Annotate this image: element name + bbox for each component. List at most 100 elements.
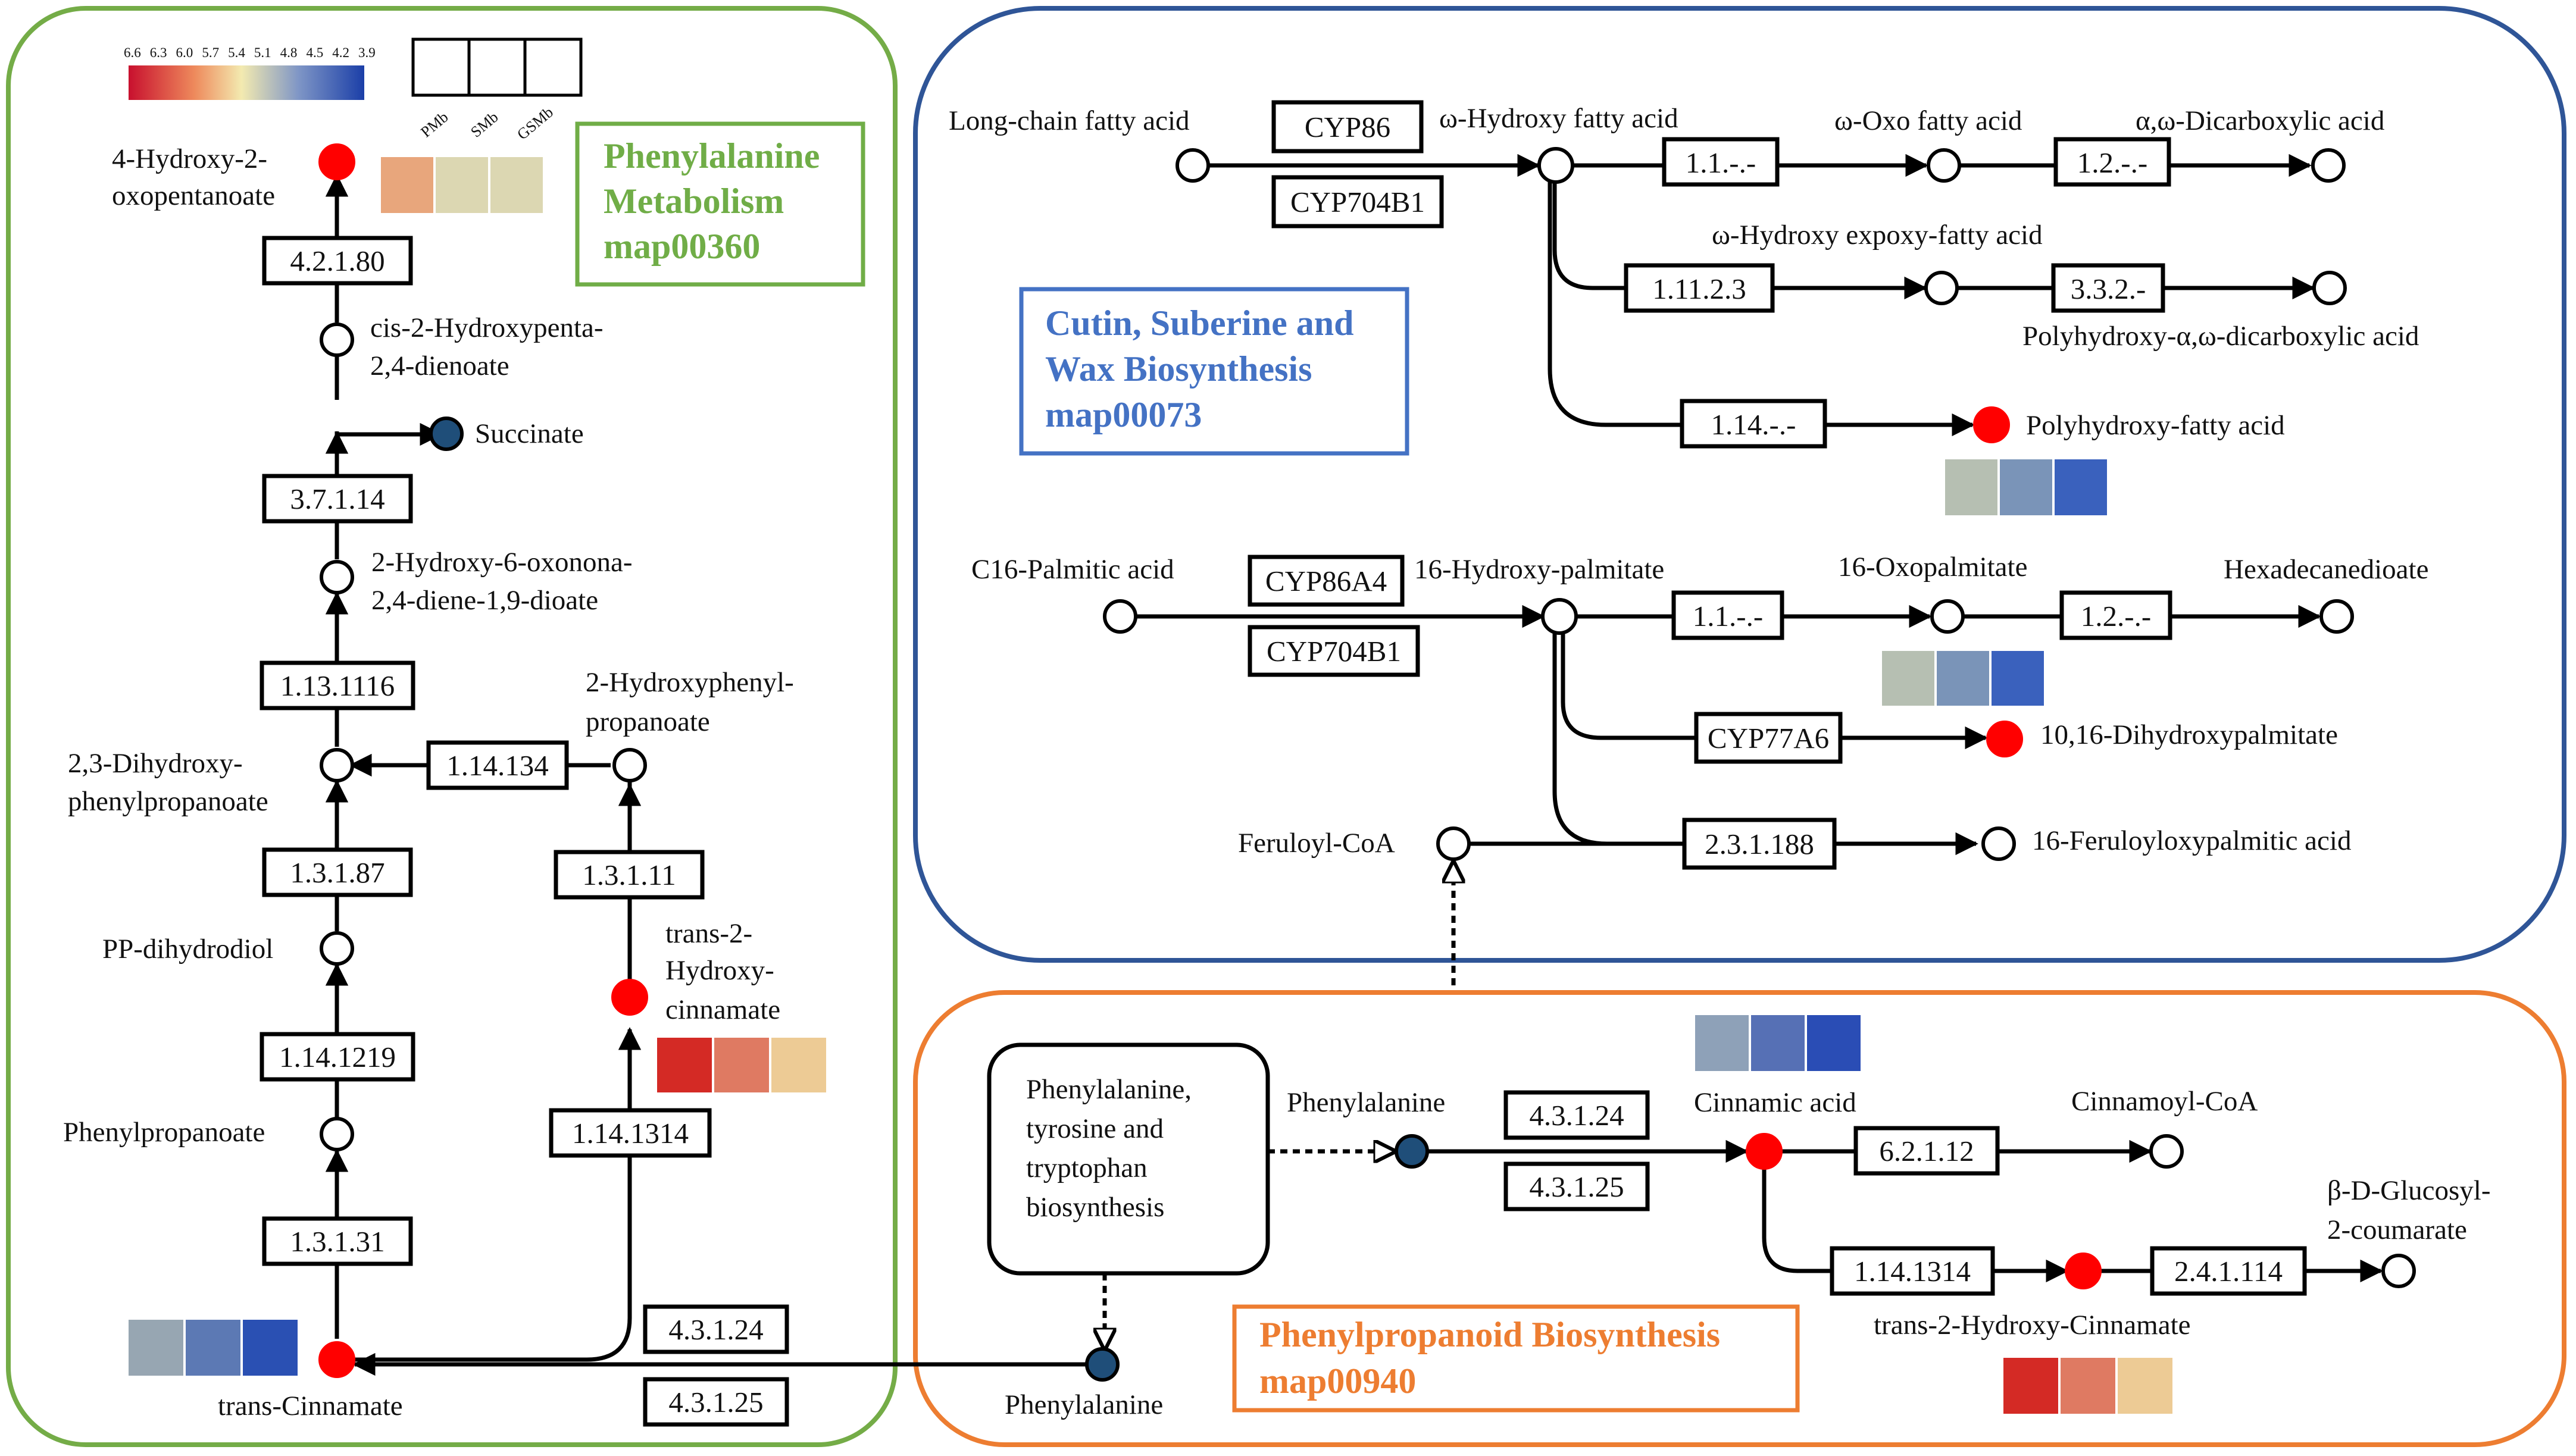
node-hydroxy-palmitate (1541, 598, 1578, 635)
enzyme-1-2-b: 1.2.-.- (2081, 600, 2151, 633)
heatmap-cell-cinnamic-acid-smb (1751, 1015, 1805, 1071)
node-phenylpropanoate (320, 1117, 354, 1151)
enzyme-1-14: 1.14.-.- (1711, 408, 1796, 441)
scale-tick-label: 3.9 (358, 45, 376, 60)
label-dihydroxypalmitate: 10,16-Dihydroxypalmitate (2040, 719, 2338, 750)
enzyme-2-4-1-114: 2.4.1.114 (2174, 1255, 2283, 1288)
heatmap-cell-hydroxy-oxopentanoate-pmb (381, 157, 433, 213)
enzyme-cyp704b1-a: CYP704B1 (1290, 186, 1425, 218)
heatmap-cell-dihydroxypalmitate-pmb (1882, 651, 1934, 706)
node-dihydroxy-phenylpropanoate (320, 748, 354, 782)
label-hydroxy-palmitate: 16-Hydroxy-palmitate (1414, 554, 1664, 585)
node-oxopalmitate (1930, 599, 1965, 634)
enzyme-1-11-2-3: 1.11.2.3 (1652, 273, 1746, 305)
cutin-title-box (1019, 287, 1409, 456)
heatmaps (129, 157, 2172, 1414)
sample-box-smb (467, 37, 527, 97)
node-phenylalanine-left (1085, 1347, 1120, 1382)
node-hexadecanedioate (2319, 599, 2354, 634)
enzyme-6-2-1-12: 6.2.1.12 (1879, 1135, 1974, 1167)
scale-tick-label: 5.1 (254, 45, 271, 60)
node-hydroxy-oxopentanoate (318, 143, 355, 180)
cutin-suberine-wax-panel (913, 6, 2566, 963)
node-hydroxyphenyl-propanoate (612, 748, 647, 782)
enzyme-cyp77a6: CYP77A6 (1708, 722, 1829, 754)
prop-title-box (1232, 1304, 1800, 1413)
node-succinate (429, 417, 464, 451)
node-polyhydroxy-dicarboxylic (2312, 271, 2347, 305)
node-cinnamic-acid (1746, 1133, 1783, 1170)
enzyme-1-13-1116: 1.13.1116 (280, 669, 395, 702)
label-phenylalanine-right: Phenylalanine (1287, 1087, 1445, 1118)
heatmap-cell-polyhydroxy-fatty-acid-gsmb (2055, 459, 2107, 515)
label-dicarboxylic-acid: α,ω-Dicarboxylic acid (2136, 105, 2384, 136)
node-cinnamoyl-coa (2149, 1134, 2184, 1169)
heatmap-cell-trans2-hydroxy-cinnamate-phe-pmb (657, 1038, 712, 1092)
enzyme-1-14-134: 1.14.134 (446, 749, 549, 782)
color-scale-bar (129, 65, 364, 100)
cutin-labels: Long-chain fatty acid ω-Hydroxy fatty ac… (949, 103, 2428, 859)
label-cis-hydroxypenta-dienoate: cis-2-Hydroxypenta- 2,4-dienoate (370, 312, 610, 381)
enzyme-1-3-1-87: 1.3.1.87 (290, 856, 384, 889)
enzyme-cyp704b1-b: CYP704B1 (1267, 635, 1401, 668)
label-c16-palmitic-acid: C16-Palmitic acid (971, 554, 1174, 585)
sample-label-gsmb: GSMb (514, 104, 557, 143)
node-omega-epoxy-fatty-acid (1924, 271, 1959, 305)
node-dihydroxypalmitate (1986, 721, 2023, 757)
heatmap-cell-trans-cinnamate-gsmb (243, 1320, 298, 1376)
enzyme-1-14-1314-phe: 1.14.1314 (572, 1117, 689, 1150)
node-trans2-hydroxy-cinnamate-prop (2065, 1253, 2102, 1289)
scale-tick-label: 4.8 (280, 45, 298, 60)
enzyme-cyp86a4: CYP86A4 (1265, 565, 1387, 597)
label-trans2-hydroxy-cinnamate-prop: trans-2-Hydroxy-Cinnamate (1874, 1310, 2191, 1341)
scale-tick-label: 4.2 (332, 45, 349, 60)
heatmap-cell-trans-cinnamate-pmb (129, 1320, 183, 1376)
prop-enzymes: Phenylalanine, tyrosine and tryptophan b… (987, 1042, 2307, 1296)
node-hydroxy-oxonona-dioate (320, 560, 354, 594)
node-polyhydroxy-fatty-acid (1973, 406, 2010, 443)
prop-labels: Phenylalanine Cinnamic acid Cinnamoyl-Co… (1287, 1086, 2497, 1341)
label-upstream-pathway: Phenylalanine, tyrosine and tryptophan b… (1026, 1074, 1199, 1223)
enzyme-1-1-b: 1.1.-.- (1693, 600, 1763, 633)
heatmap-cell-hydroxy-oxopentanoate-smb (436, 157, 488, 213)
heatmap-cell-cinnamic-acid-gsmb (1807, 1015, 1861, 1071)
label-long-chain-fatty-acid: Long-chain fatty acid (949, 105, 1190, 136)
node-phenylalanine-right (1395, 1134, 1429, 1169)
cutin-enzymes: CYP86 CYP704B1 1.1.-.- 1.2.-.- 1.11.2.3 … (1248, 100, 2172, 870)
enzyme-1-3-1-31: 1.3.1.31 (290, 1225, 384, 1258)
enzyme-2-3-1-188: 2.3.1.188 (1705, 828, 1814, 860)
label-glucosyl-coumarate: β-D-Glucosyl- 2-coumarate (2327, 1175, 2497, 1245)
node-pp-dihydrodiol (320, 931, 354, 966)
enzyme-4-3-1-24-prop: 4.3.1.24 (1529, 1099, 1624, 1132)
phe-enzymes: 4.2.1.80 3.7.1.14 1.13.1116 1.14.134 1.3… (260, 236, 789, 1427)
heatmap-cell-trans2-hydroxy-cinnamate-prop-pmb (2003, 1358, 2058, 1414)
node-feruloyl-coa (1436, 826, 1471, 861)
phenylalanine-metabolism-panel (6, 6, 898, 1447)
label-trans-cinnamate: trans-Cinnamate (218, 1391, 403, 1421)
label-phenylalanine-left: Phenylalanine (1005, 1389, 1163, 1420)
enzyme-4-3-1-25-phe: 4.3.1.25 (668, 1386, 763, 1419)
prop-nodes (1395, 1133, 2416, 1289)
phe-title-box (575, 121, 865, 287)
label-hydroxy-oxopentanoate: 4-Hydroxy-2- oxopentanoate (112, 143, 275, 211)
cutin-edges (1137, 154, 2321, 856)
scale-tick-label: 6.3 (150, 45, 167, 60)
node-trans-cinnamate (318, 1341, 355, 1378)
phe-nodes (318, 143, 1120, 1382)
scale-tick-label: 5.4 (228, 45, 245, 60)
label-hydroxy-oxonona-dioate: 2-Hydroxy-6-oxonona- 2,4-diene-1,9-dioat… (371, 547, 639, 616)
node-cis-hydroxypenta-dienoate (320, 322, 354, 357)
label-succinate: Succinate (475, 418, 584, 449)
cutin-nodes (1103, 147, 2354, 861)
scale-tick-label: 5.7 (202, 45, 219, 60)
label-feruloyloxypalmitic: 16-Feruloyloxypalmitic acid (2032, 825, 2351, 856)
enzyme-1-14-1219: 1.14.1219 (279, 1041, 396, 1073)
heatmap-cell-polyhydroxy-fatty-acid-smb (2000, 459, 2052, 515)
label-cinnamoyl-coa: Cinnamoyl-CoA (2071, 1086, 2258, 1117)
enzyme-1-3-1-11: 1.3.1.11 (582, 859, 676, 891)
label-cinnamic-acid: Cinnamic acid (1694, 1087, 1856, 1118)
scale-tick-label: 4.5 (306, 45, 323, 60)
label-dihydroxy-phenylpropanoate: 2,3-Dihydroxy- phenylpropanoate (68, 748, 268, 817)
scale-tick-label: 6.0 (176, 45, 193, 60)
label-oxopalmitate: 16-Oxopalmitate (1838, 552, 2027, 583)
